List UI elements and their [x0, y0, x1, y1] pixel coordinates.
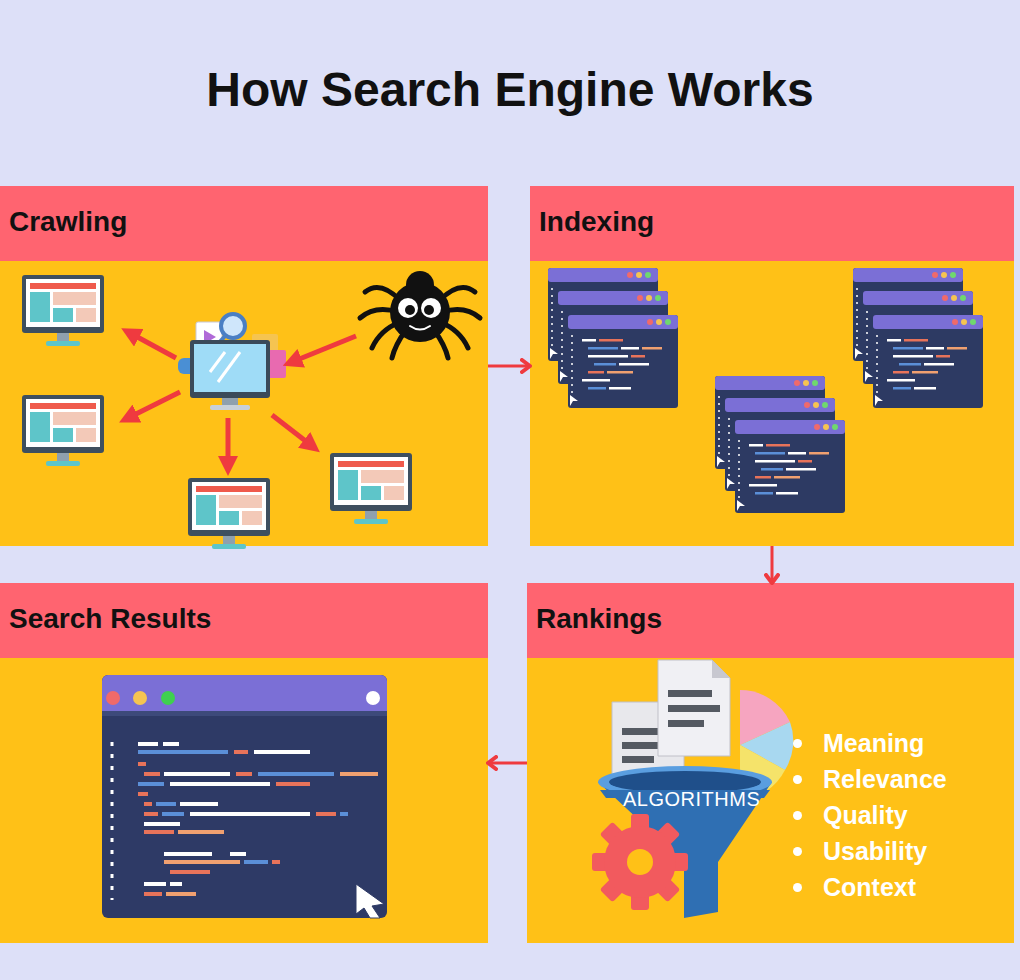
step-heading: Indexing	[539, 206, 654, 238]
results-window	[102, 675, 387, 918]
step-heading: Rankings	[536, 603, 662, 635]
gear	[592, 814, 688, 910]
flow-arrow	[488, 365, 530, 368]
bullet-dot	[793, 811, 802, 820]
ranking-illustration	[592, 660, 793, 918]
step-panel: RankingsALGORITHMS MeaningRelevanceQualit…	[527, 583, 1014, 943]
flow-arrow	[771, 546, 774, 583]
panel-header: Indexing	[530, 186, 1014, 261]
central-computer	[178, 314, 286, 410]
flow-arrow	[488, 762, 527, 765]
pie-chart	[740, 690, 793, 800]
ranking-factor: Context	[789, 869, 947, 905]
step-panel: Search Results	[0, 583, 488, 943]
funnel-label: ALGORITHMS	[623, 788, 760, 811]
ranking-factor: Usability	[789, 833, 947, 869]
step-panel: Crawling	[0, 186, 488, 546]
panel-header: Crawling	[0, 186, 488, 261]
factor-list: MeaningRelevanceQualityUsabilityContext	[789, 725, 947, 905]
indexing-illustration	[548, 268, 983, 513]
ranking-factor: Quality	[789, 797, 947, 833]
ranking-factor: Relevance	[789, 761, 947, 797]
bullet-dot	[793, 883, 802, 892]
crawling-illustration	[22, 271, 480, 549]
ranking-factor: Meaning	[789, 725, 947, 761]
diagram-title: How Search Engine Works	[0, 62, 1020, 117]
documents	[612, 660, 730, 782]
spider	[360, 271, 480, 358]
funnel	[598, 766, 772, 918]
crawl-arrows	[128, 333, 356, 466]
step-heading: Search Results	[9, 603, 211, 635]
bullet-dot	[793, 775, 802, 784]
bullet-dot	[793, 739, 802, 748]
step-heading: Crawling	[9, 206, 127, 238]
panel-header: Search Results	[0, 583, 488, 658]
bullet-dot	[793, 847, 802, 856]
step-panel: Indexing	[530, 186, 1014, 546]
panel-header: Rankings	[527, 583, 1014, 658]
